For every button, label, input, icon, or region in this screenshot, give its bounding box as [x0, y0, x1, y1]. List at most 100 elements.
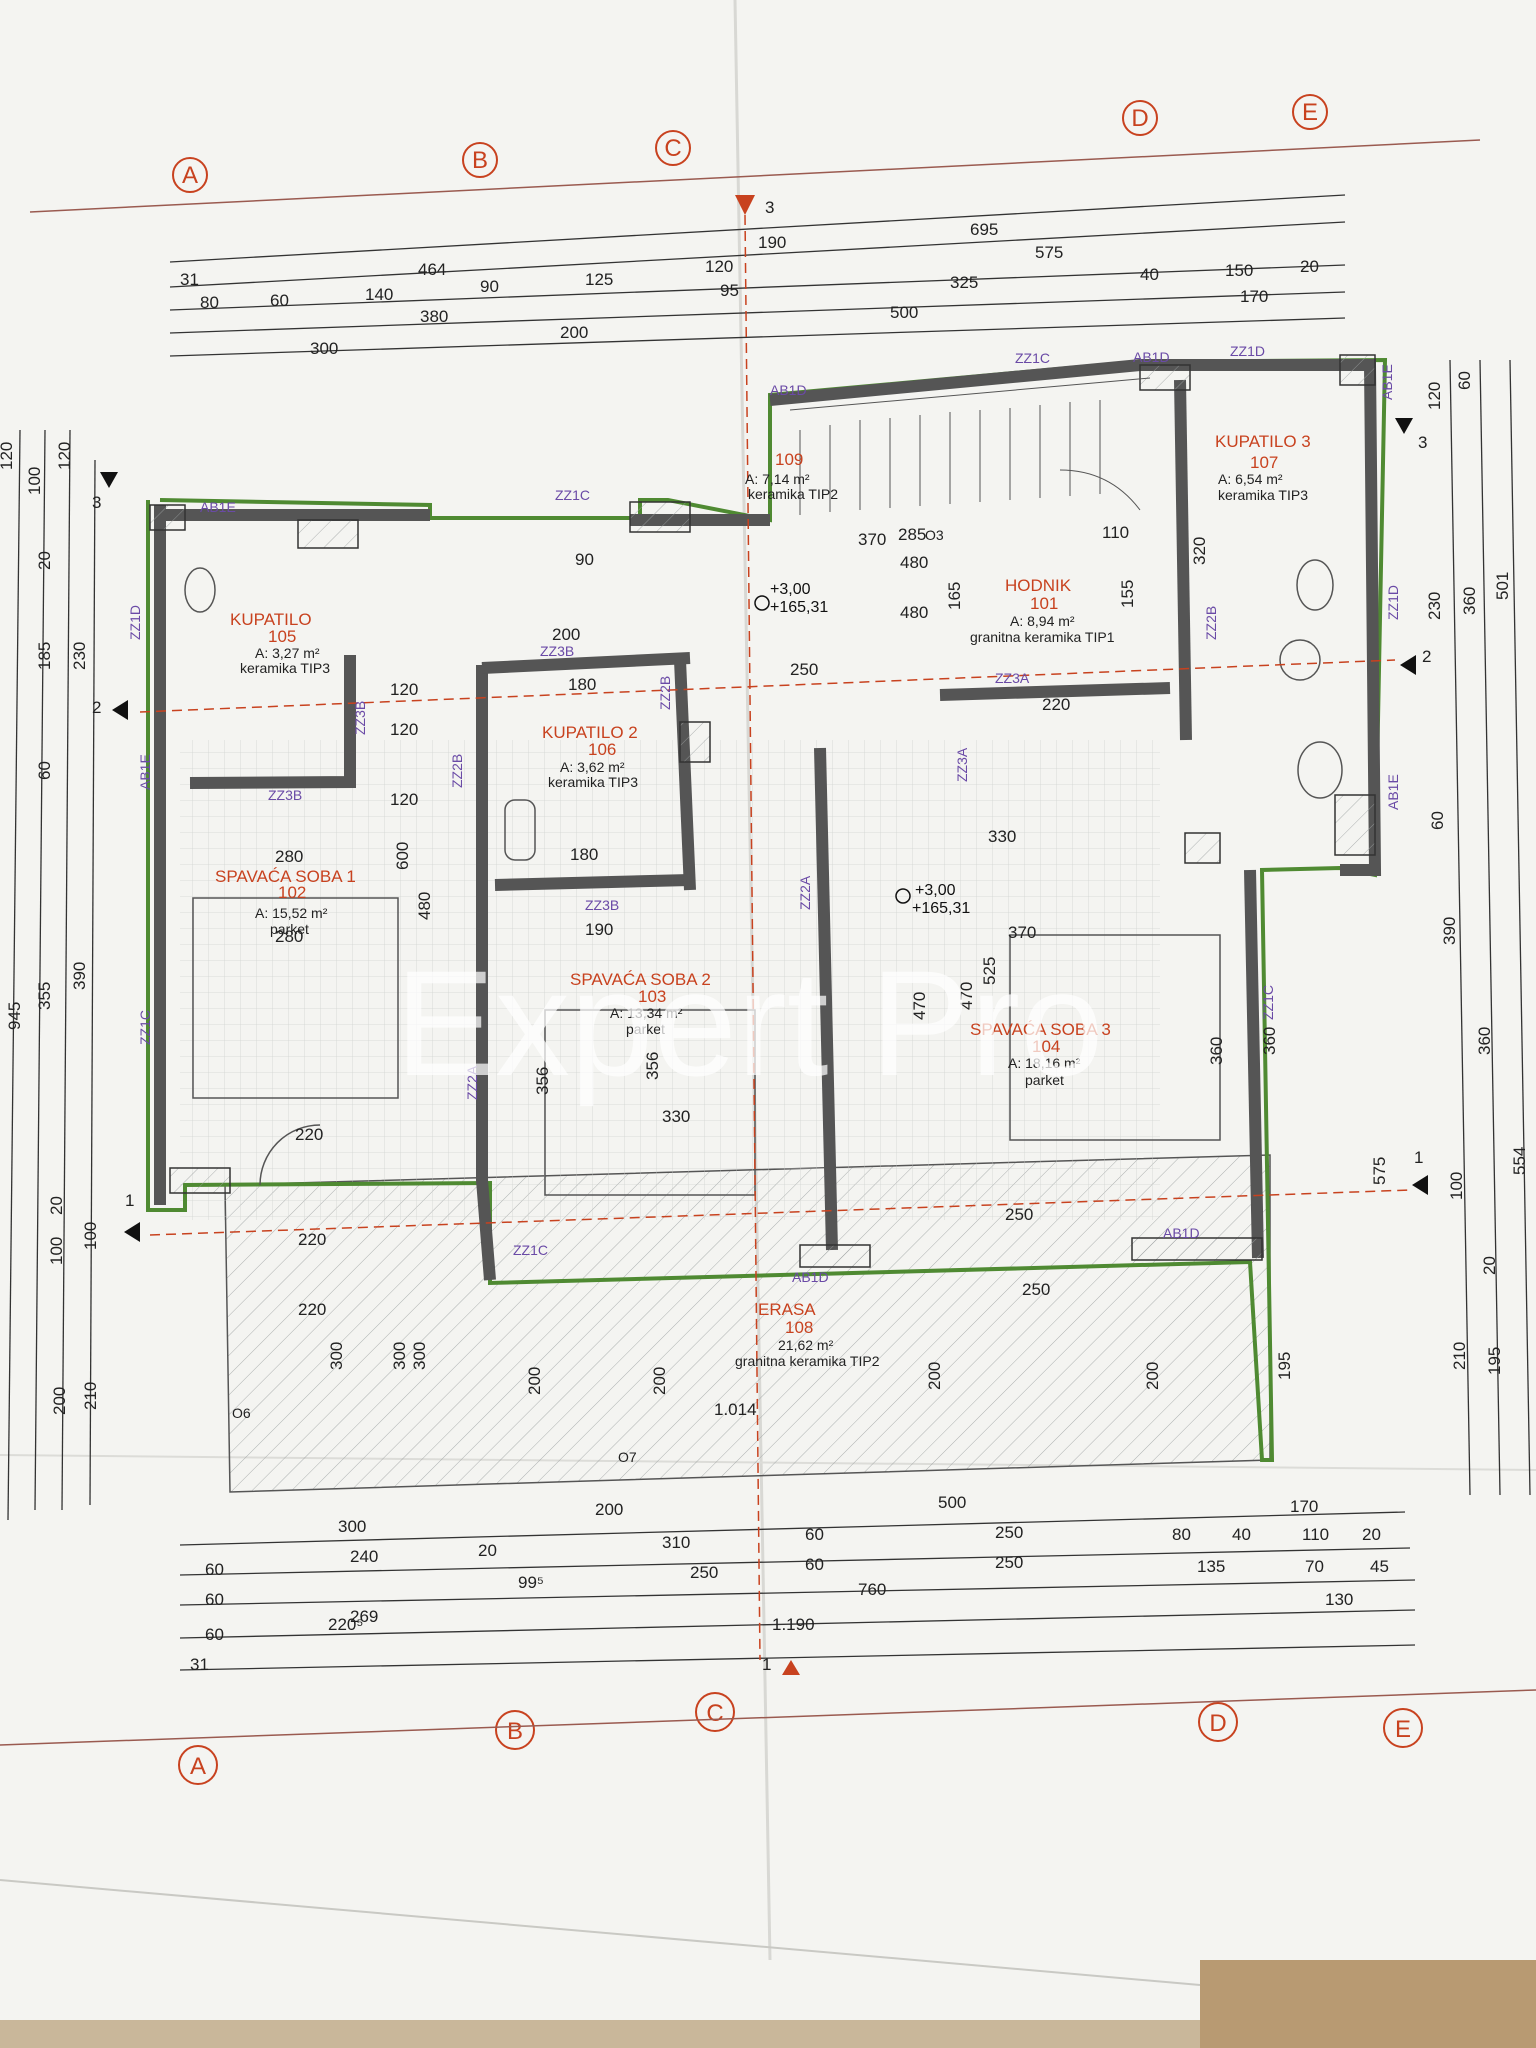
dim-i330b: 330 — [662, 1107, 690, 1126]
section-label-top: 3 — [765, 198, 774, 217]
room-area-102: A: 15,52 m² — [255, 905, 328, 921]
tag-zz3b-3: ZZ3B — [585, 897, 619, 913]
furniture — [184, 559, 1343, 1196]
room-labels: KUPATILO 105 A: 3,27 m² keramika TIP3 KU… — [215, 432, 1311, 1369]
dim-l120: 120 — [0, 442, 16, 470]
tag-zz3a-1: ZZ3A — [995, 670, 1030, 686]
dim-b250: 250 — [995, 1523, 1023, 1542]
dim-i190: 190 — [585, 920, 613, 939]
left-dimensions: 120 100 120 20 185 230 60 945 355 390 20… — [0, 442, 100, 1415]
dim-b250b: 250 — [690, 1563, 718, 1582]
dim-i120b: 120 — [390, 720, 418, 739]
dim-i470b: 470 — [957, 982, 976, 1010]
tag-zz3b-4: ZZ3B — [352, 701, 368, 735]
dim-b220: 220⁵ — [328, 1615, 363, 1634]
dim-i200: 200 — [552, 625, 580, 644]
room-num-105: 105 — [268, 627, 296, 646]
section-label-3-left: 3 — [92, 493, 101, 512]
dim-r360b: 360 — [1475, 1027, 1494, 1055]
dim-r20: 20 — [1480, 1256, 1499, 1275]
toilet-1 — [184, 567, 216, 613]
axis-label-b-top: B — [472, 147, 488, 174]
dim-i200b: 200 — [525, 1367, 544, 1395]
axis-label-c-top: C — [664, 135, 681, 162]
dim-i120c: 120 — [390, 790, 418, 809]
room-finish-102: parket — [270, 921, 309, 937]
bed-room-1 — [192, 897, 399, 1099]
dim-i155: 155 — [1118, 580, 1137, 608]
room-area-104: A: 18,16 m² — [1008, 1055, 1081, 1071]
toilet-3 — [1296, 559, 1334, 611]
dim-150: 150 — [1225, 261, 1253, 280]
dim-b80: 80 — [1172, 1525, 1191, 1544]
room-name-soba-2: SPAVAĆA SOBA 2 — [570, 970, 711, 989]
wall-type-tags: ZZ1C ZZ1C AB1D ZZ1D AB1D AB1E AB1E AB1E … — [127, 343, 1401, 1285]
right-dimensions: 120 60 230 360 501 60 390 360 554 100 20… — [1275, 371, 1529, 1380]
level-2b: +165,31 — [912, 900, 970, 917]
room-finish-105: keramika TIP3 — [240, 660, 330, 676]
dim-i300: 300 — [327, 1342, 346, 1370]
room-name-terasa: ERASA — [758, 1300, 816, 1319]
dim-r390: 390 — [1440, 917, 1459, 945]
dim-r210: 210 — [1450, 1342, 1469, 1370]
section-label-1-right: 1 — [1414, 1148, 1423, 1167]
dim-r60: 60 — [1455, 371, 1474, 390]
room-finish-103: parket — [626, 1021, 665, 1037]
section-label-2-left: 2 — [92, 698, 101, 717]
dim-b1190: 1.190 — [772, 1615, 815, 1634]
tag-zz1c-left: ZZ1C — [137, 1010, 153, 1045]
tag-ab1e-right: AB1E — [1379, 364, 1395, 400]
dim-i370b: 370 — [1008, 923, 1036, 942]
room-finish-108: granitna keramika TIP2 — [735, 1353, 880, 1369]
dim-b60: 60 — [205, 1560, 224, 1579]
dim-i280b: 280 — [275, 927, 303, 946]
bed-room-2 — [544, 1009, 756, 1196]
room-finish-104: parket — [1025, 1072, 1064, 1088]
room-area-105: A: 3,27 m² — [255, 645, 320, 661]
dim-i200e: 200 — [1143, 1362, 1162, 1390]
dim-l120b: 120 — [55, 442, 74, 470]
dim-380: 380 — [420, 307, 448, 326]
dim-b310: 310 — [662, 1533, 690, 1552]
dim-500: 500 — [890, 303, 918, 322]
dim-b240: 240 — [350, 1547, 378, 1566]
level-1b: +165,31 — [770, 599, 828, 616]
dim-r554: 554 — [1510, 1147, 1529, 1175]
dim-i180: 180 — [568, 675, 596, 694]
dim-575: 575 — [1035, 243, 1063, 262]
top-dimensions: 190 695 464 575 31 120 80 60 140 90 125 … — [180, 220, 1319, 358]
section-label-bottom: 1 — [762, 1655, 771, 1674]
top-dimension-lines — [169, 194, 1346, 357]
dim-b40: 40 — [1232, 1525, 1251, 1544]
dim-r230: 230 — [1425, 592, 1444, 620]
dim-l355: 355 — [35, 982, 54, 1010]
dim-i200d: 200 — [925, 1362, 944, 1390]
tag-zz2b-3: ZZ2B — [1203, 606, 1219, 640]
room-num-101: 101 — [1030, 594, 1058, 613]
tag-ab1d-bottom: AB1D — [792, 1269, 829, 1285]
axis-label-d-bottom: D — [1209, 1710, 1226, 1737]
dim-i480: 480 — [900, 553, 928, 572]
shower-3 — [1279, 639, 1321, 681]
axis-bubbles-top: A B C D E — [172, 94, 1328, 193]
dim-b200: 200 — [595, 1500, 623, 1519]
tag-ab1e-left: AB1E — [137, 754, 153, 790]
dim-r60b: 60 — [1428, 811, 1447, 830]
dim-i280: 280 — [275, 847, 303, 866]
tag-zz1c-stair: ZZ1C — [1015, 350, 1050, 366]
stair — [789, 377, 1151, 515]
tag-ab1d-stair: AB1D — [770, 382, 807, 398]
level-2a: +3,00 — [915, 882, 956, 899]
dim-b20: 20 — [478, 1541, 497, 1560]
room-num-109: 109 — [775, 450, 803, 469]
dim-300: 300 — [310, 339, 338, 358]
dim-l20: 20 — [35, 551, 54, 570]
dim-l100: 100 — [25, 467, 44, 495]
dim-i470: 470 — [910, 992, 929, 1020]
room-area-109: A: 7,14 m² — [745, 471, 810, 487]
dim-l390: 390 — [70, 962, 89, 990]
room-name-kupatilo: KUPATILO — [230, 610, 312, 629]
dim-i220b: 220 — [298, 1230, 326, 1249]
room-finish-106: keramika TIP3 — [548, 774, 638, 790]
dim-80: 80 — [200, 293, 219, 312]
